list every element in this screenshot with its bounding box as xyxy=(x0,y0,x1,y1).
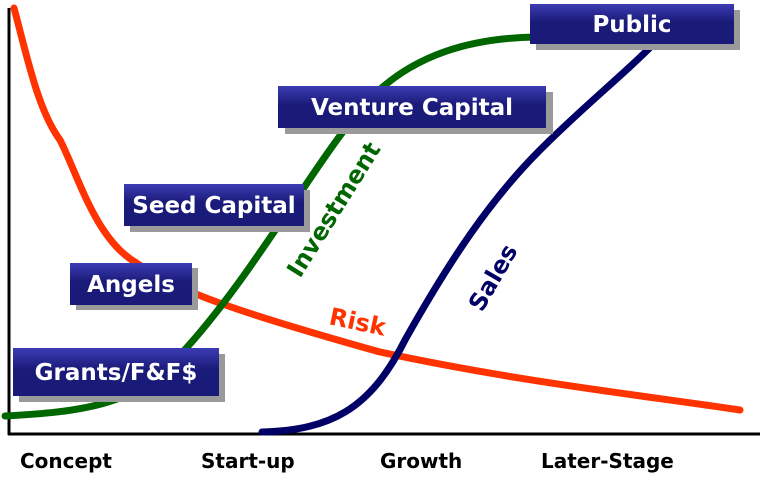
funding-box-venture-capital: Venture Capital xyxy=(278,86,553,134)
funding-label-public: Public xyxy=(592,12,671,38)
stage-label-startup: Start-up xyxy=(201,449,295,473)
funding-box-angels: Angels xyxy=(70,263,198,310)
stage-label-later-stage: Later-Stage xyxy=(541,449,674,473)
funding-box-grants: Grants/F&F$ xyxy=(13,348,225,402)
stage-label-growth: Growth xyxy=(380,449,462,473)
funding-label-grants: Grants/F&F$ xyxy=(35,360,198,386)
stage-label-concept: Concept xyxy=(20,449,112,473)
funding-box-public: Public xyxy=(530,4,740,50)
funding-label-angels: Angels xyxy=(87,272,175,298)
sales-label: Sales xyxy=(463,239,523,316)
funding-label-seed-capital: Seed Capital xyxy=(132,193,295,219)
sales-curve xyxy=(258,28,669,436)
funding-label-venture-capital: Venture Capital xyxy=(311,95,513,121)
funding-box-seed-capital: Seed Capital xyxy=(124,184,310,232)
